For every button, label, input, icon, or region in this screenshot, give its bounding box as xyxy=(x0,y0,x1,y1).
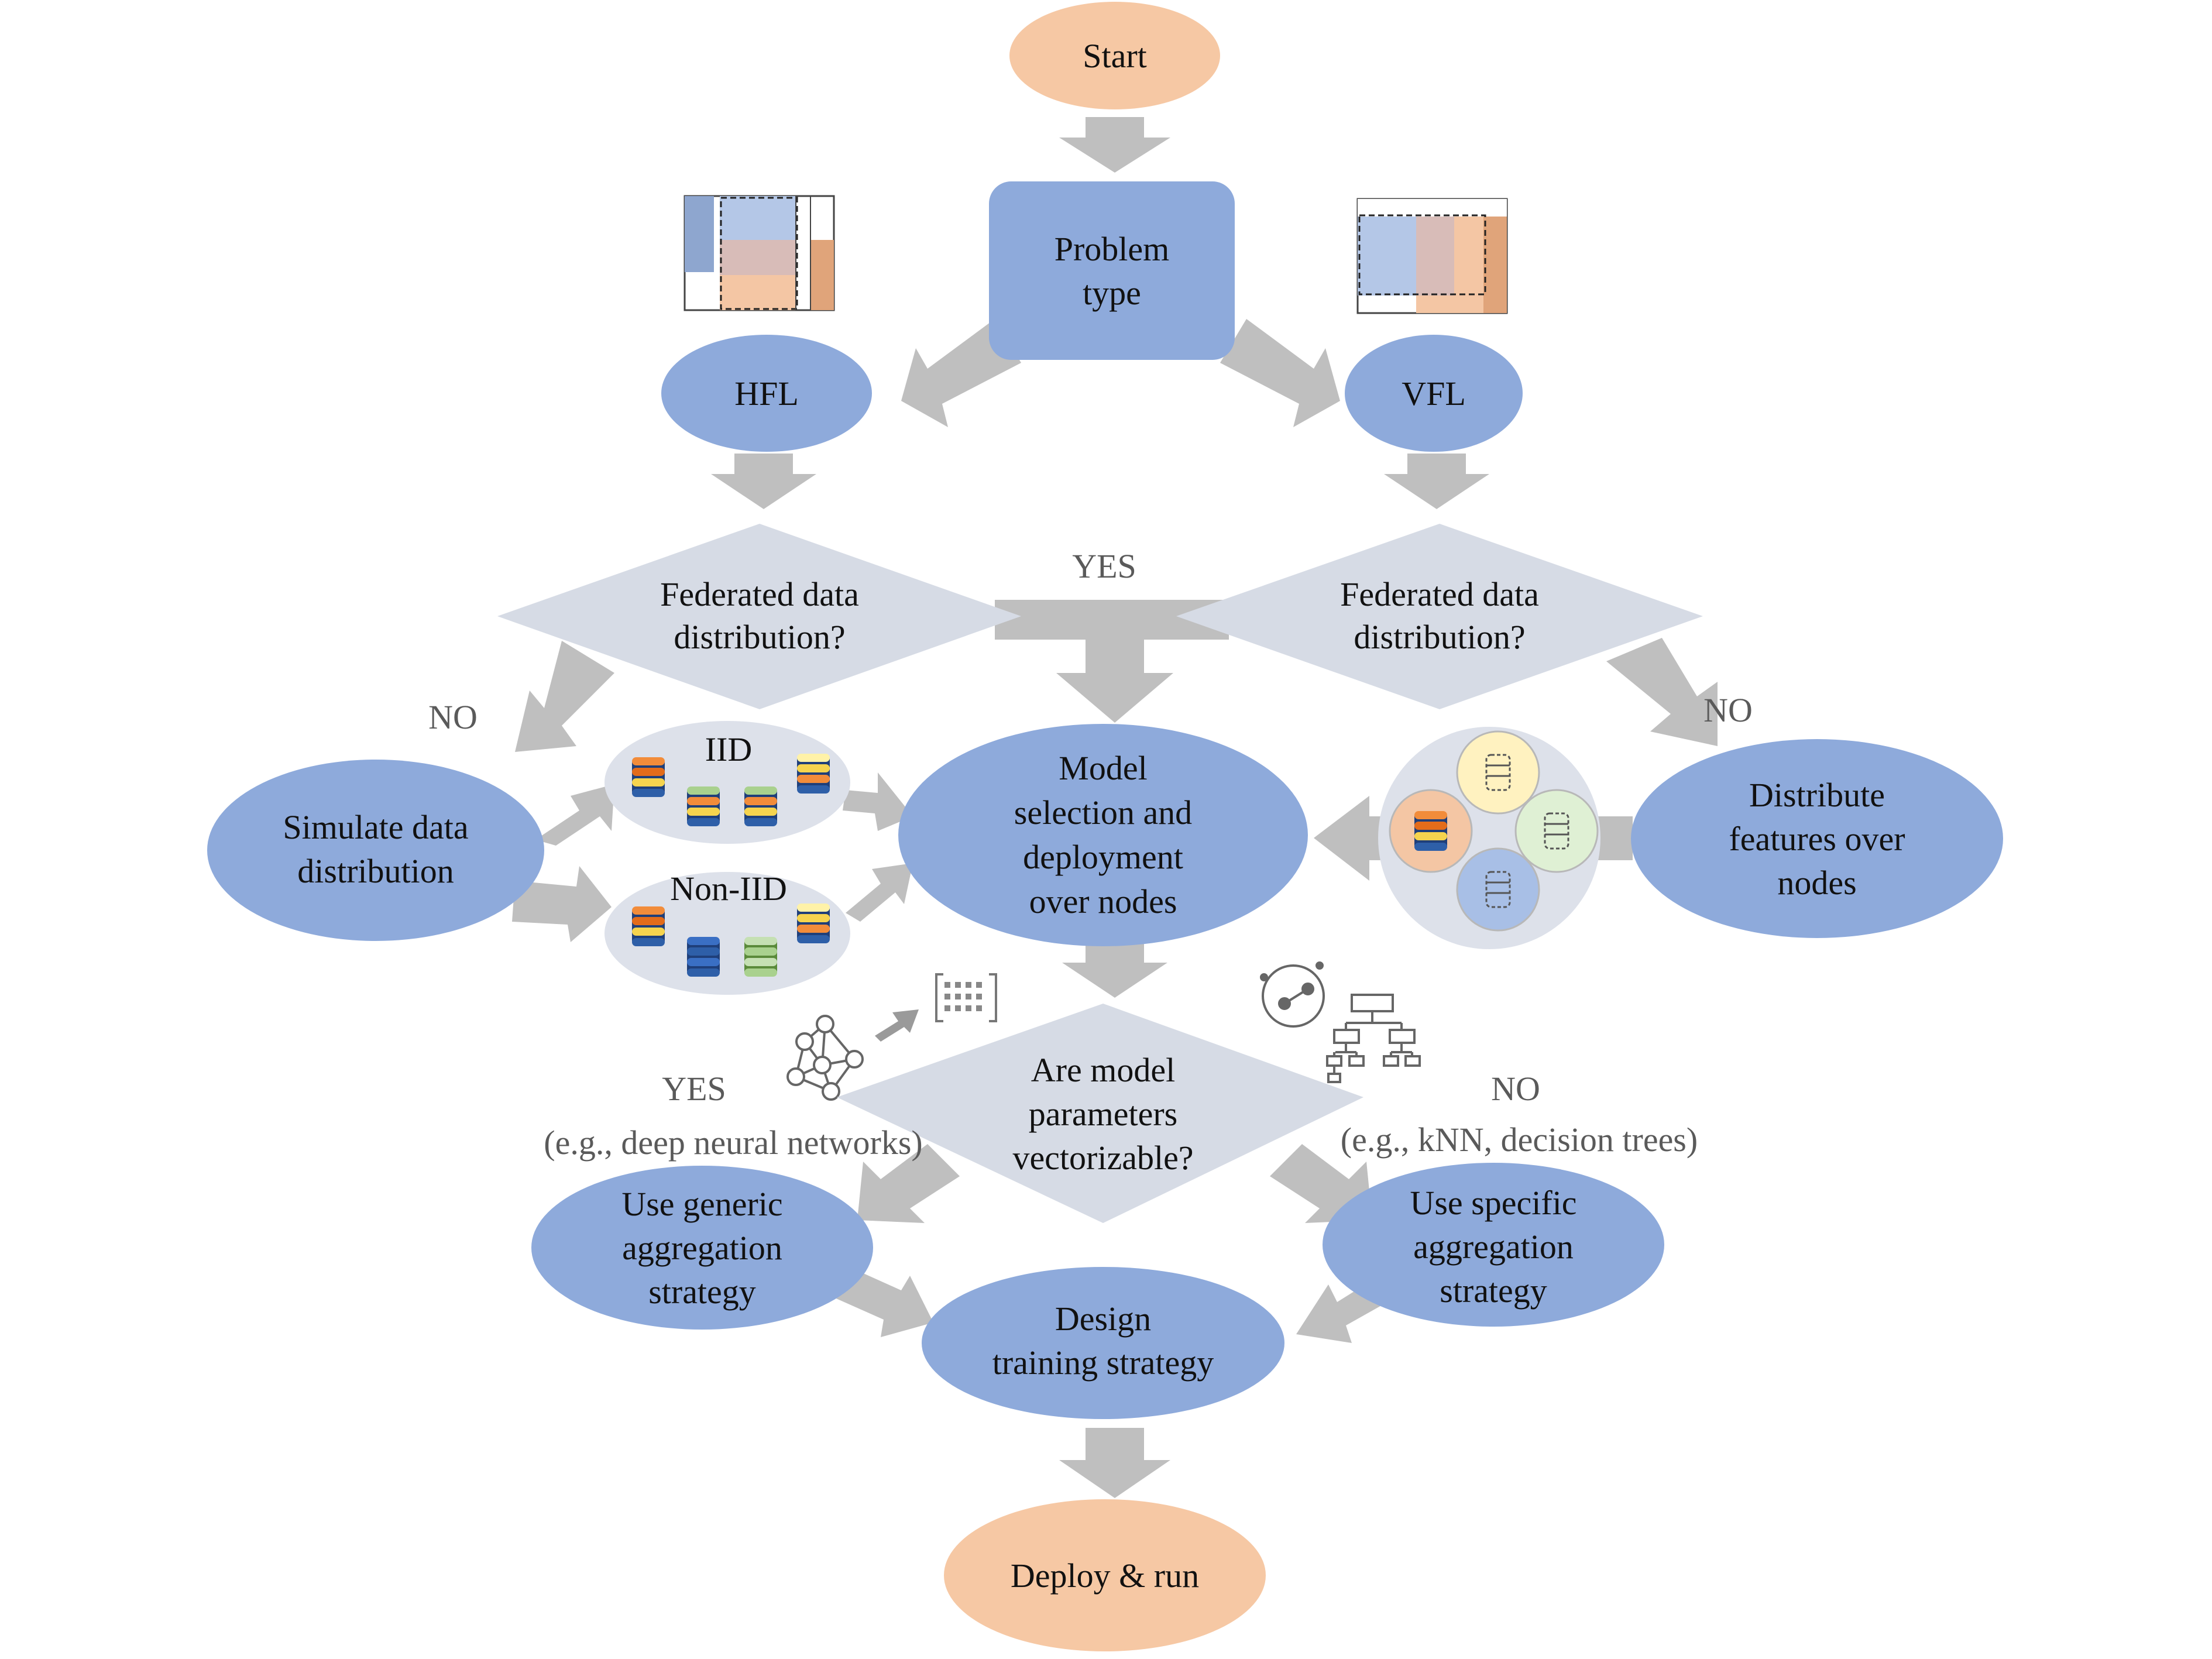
iid-label: IID xyxy=(705,730,753,768)
distribute-features-node: Distribute features over nodes xyxy=(1631,739,2003,938)
database-stack-icon xyxy=(797,904,830,943)
vertical-partition-icon xyxy=(1356,198,1508,314)
model-selection-line2: selection and xyxy=(1014,794,1192,832)
model-selection-line4: over nodes xyxy=(1029,882,1177,920)
generic-line1: Use generic xyxy=(621,1185,782,1223)
database-stack-icon xyxy=(632,906,665,946)
simulate-distribution-node: Simulate data distribution xyxy=(207,760,544,941)
generic-aggregation-node: Use generic aggregation strategy xyxy=(531,1166,873,1330)
yes-vector-example: (e.g., deep neural networks) xyxy=(544,1124,922,1162)
small-arrow-icon xyxy=(875,1009,919,1042)
generic-line3: strategy xyxy=(648,1273,756,1311)
no-right-label: NO xyxy=(1703,691,1753,729)
vectorizable-line3: vectorizable? xyxy=(1012,1139,1193,1177)
vfl-label: VFL xyxy=(1402,375,1466,413)
decision-right-node: Federated data distribution? xyxy=(1176,524,1703,709)
vectorizable-decision-node: Are model parameters vectorizable? xyxy=(837,1004,1363,1223)
problem-type-label-line1: Problem xyxy=(1055,230,1170,268)
database-stack-icon xyxy=(797,754,830,794)
design-line1: Design xyxy=(1055,1300,1151,1338)
problem-type-node: Problem type xyxy=(989,181,1235,360)
start-node: Start xyxy=(1009,2,1220,109)
deploy-run-node: Deploy & run xyxy=(944,1499,1266,1651)
generic-line2: aggregation xyxy=(622,1229,782,1267)
design-training-node: Design training strategy xyxy=(922,1267,1284,1419)
deploy-run-label: Deploy & run xyxy=(1011,1557,1199,1595)
vfl-node: VFL xyxy=(1345,335,1523,452)
decision-tree-icon xyxy=(1326,994,1421,1083)
neural-network-icon xyxy=(786,1015,864,1101)
no-vector-label: NO xyxy=(1491,1070,1540,1108)
decision-left-line2: distribution? xyxy=(674,618,845,656)
specific-line3: strategy xyxy=(1440,1272,1547,1310)
knn-cluster-icon xyxy=(1260,961,1325,1028)
non-iid-label: Non-IID xyxy=(670,870,787,908)
yes-vector-label: YES xyxy=(662,1070,726,1108)
decision-left-line1: Federated data xyxy=(660,575,859,613)
distribute-line2: features over xyxy=(1729,820,1905,858)
database-stack-icon xyxy=(687,937,720,977)
specific-aggregation-node: Use specific aggregation strategy xyxy=(1323,1163,1664,1327)
vfl-feature-group xyxy=(1378,727,1600,949)
distribute-line3: nodes xyxy=(1777,864,1856,902)
no-vector-example: (e.g., kNN, decision trees) xyxy=(1341,1121,1698,1159)
database-stack-icon xyxy=(1414,811,1447,851)
start-label: Start xyxy=(1083,37,1147,75)
distribute-line1: Distribute xyxy=(1749,776,1885,814)
vectorizable-line2: parameters xyxy=(1029,1095,1177,1133)
vector-grid-icon xyxy=(935,973,997,1022)
hfl-label: HFL xyxy=(734,375,799,413)
vectorizable-line1: Are model xyxy=(1031,1051,1175,1089)
database-stack-icon xyxy=(632,757,665,797)
design-line2: training strategy xyxy=(992,1344,1214,1382)
non-iid-group: Non-IID xyxy=(604,870,850,995)
hfl-node: HFL xyxy=(661,335,872,452)
no-left-label: NO xyxy=(428,698,478,736)
model-selection-node: Model selection and deployment over node… xyxy=(898,724,1308,946)
simulate-line2: distribution xyxy=(297,852,454,890)
model-selection-line3: deployment xyxy=(1023,838,1183,876)
database-stack-icon xyxy=(687,786,720,826)
decision-left-node: Federated data distribution? xyxy=(497,524,1021,709)
database-stack-icon xyxy=(744,937,777,977)
database-stack-icon xyxy=(744,786,777,826)
horizontal-partition-icon xyxy=(683,195,835,311)
problem-type-label-line2: type xyxy=(1083,274,1141,312)
decision-right-line2: distribution? xyxy=(1354,618,1525,656)
simulate-line1: Simulate data xyxy=(283,808,468,846)
specific-line2: aggregation xyxy=(1413,1228,1574,1266)
model-selection-line1: Model xyxy=(1059,749,1147,787)
iid-group: IID xyxy=(604,721,850,844)
decision-right-line1: Federated data xyxy=(1340,575,1539,613)
specific-line1: Use specific xyxy=(1410,1184,1576,1222)
yes-top-label: YES xyxy=(1072,547,1136,585)
